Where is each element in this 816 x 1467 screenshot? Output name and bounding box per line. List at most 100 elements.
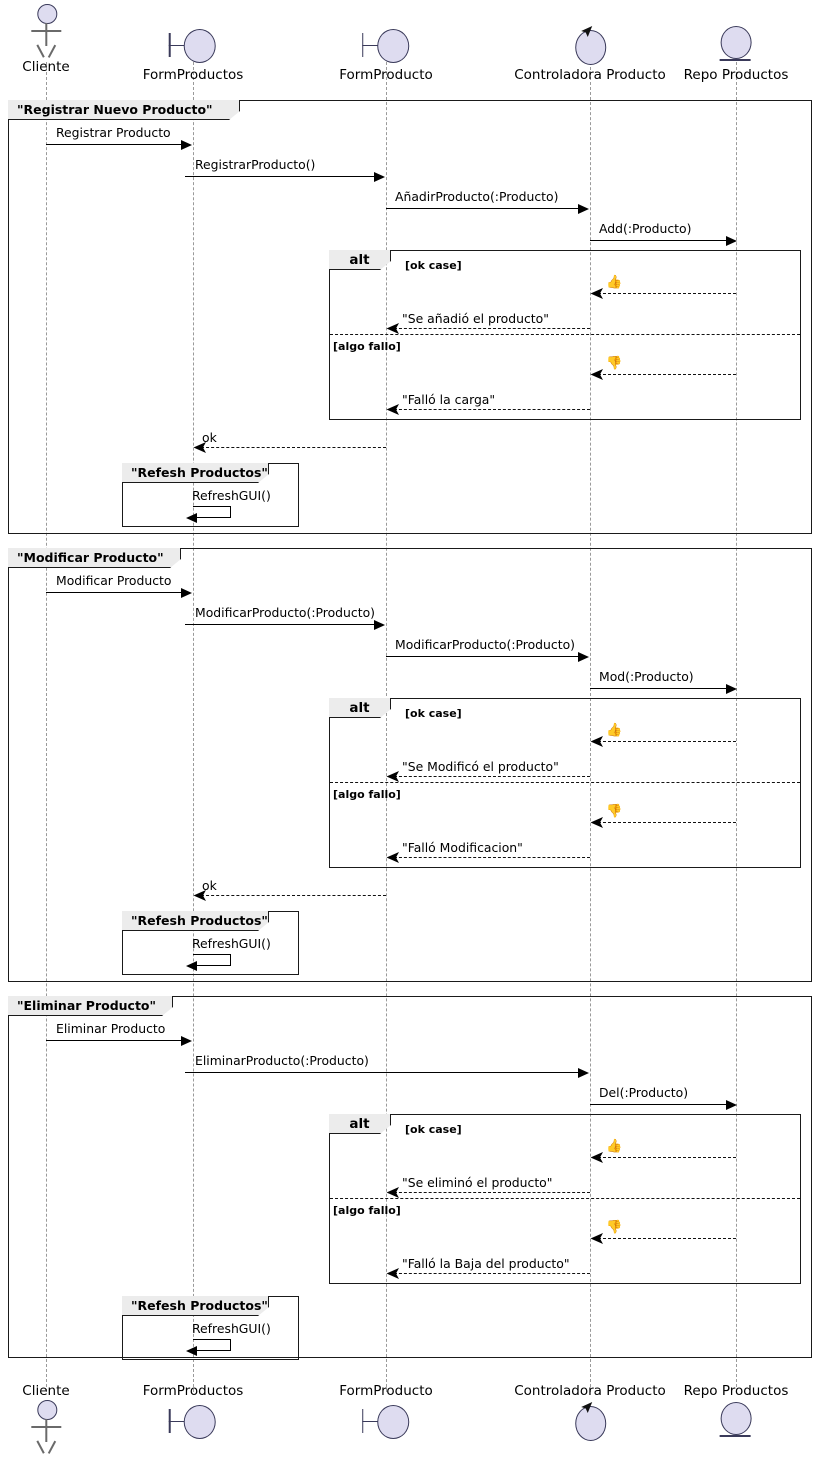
participant-label: Cliente: [22, 59, 70, 75]
message-line-s3-r2: [394, 1273, 590, 1274]
refesh-label-1: "Refesh Productos": [122, 463, 269, 483]
message-line-s2-m3: [386, 656, 585, 657]
entity-icon: [719, 1400, 753, 1442]
message-line-s2-m2: [185, 624, 374, 625]
message-line-s3-m1: [46, 1040, 182, 1041]
arrowhead-s1-r1a: [590, 288, 603, 299]
message-line-s1-m1: [46, 144, 182, 145]
arrowhead-s3-m4: [726, 1099, 737, 1110]
message-label-s2-m3: ModificarProducto(:Producto): [395, 637, 575, 652]
message-label-s1-m1: Registrar Producto: [56, 125, 171, 140]
arrowhead-s3-r1a: [590, 1152, 603, 1163]
thumbs-down-icon-s1: 👎: [606, 356, 623, 371]
message-label-s2-m2: ModificarProducto(:Producto): [195, 605, 375, 620]
alt-operator-2: alt: [329, 698, 391, 718]
message-line-s1-r2: [394, 409, 590, 410]
message-label-s1-r2: "Falló la carga": [402, 392, 496, 407]
message-label-s1-ok: ok: [202, 430, 217, 445]
participant-formproductos-bottom[interactable]: FormProductos: [142, 1383, 244, 1444]
thumbs-down-icon-s3: 👎: [606, 1220, 623, 1235]
message-label-s3-m2: EliminarProducto(:Producto): [195, 1053, 369, 1068]
fragment-registrar-nuevo-producto: [8, 100, 812, 534]
arrowhead-s2-m3: [578, 651, 589, 662]
alt-divider-3: [330, 1198, 800, 1199]
thumbs-down-icon-s2: 👎: [606, 804, 623, 819]
message-label-s3-self: RefreshGUI(): [192, 1321, 271, 1336]
participant-label: Controladora Producto: [514, 67, 666, 83]
lifeline-repo-productos: [736, 62, 737, 1392]
message-label-s1-r1: "Se añadió el producto": [402, 311, 549, 326]
message-label-s3-m1: Eliminar Producto: [56, 1021, 166, 1036]
alt-divider-2: [330, 782, 800, 783]
thumbs-up-icon-s1: 👍: [606, 275, 623, 290]
actor-icon: [23, 1400, 69, 1454]
arrowhead-s3-m2: [578, 1067, 589, 1078]
arrowhead-s2-self: [186, 960, 197, 971]
participant-controladora-bottom[interactable]: Controladora Producto: [514, 1384, 666, 1444]
arrowhead-s3-self: [186, 1345, 197, 1356]
participant-label: FormProductos: [142, 1383, 244, 1399]
fragment-eliminar-producto: [8, 996, 812, 1358]
arrowhead-s3-r2: [386, 1268, 399, 1279]
participant-repo-bottom[interactable]: Repo Productos: [683, 1383, 789, 1444]
alt-guard-3-fail: [algo fallo]: [333, 1204, 401, 1217]
participant-cliente-top[interactable]: Cliente: [22, 2, 70, 75]
message-line-s2-r1a: [598, 741, 736, 742]
self-call-s3: [193, 1339, 231, 1351]
message-label-s1-m4: Add(:Producto): [599, 221, 692, 236]
message-label-s1-m3: AñadirProducto(:Producto): [395, 189, 559, 204]
participant-label: Repo Productos: [683, 1383, 789, 1399]
arrowhead-s1-m4: [726, 235, 737, 246]
alt-guard-3-ok: [ok case]: [405, 1123, 462, 1136]
entity-icon: [719, 24, 753, 66]
arrowhead-s1-r2: [386, 404, 399, 415]
arrowhead-s1-r2a: [590, 369, 603, 380]
alt-guard-2-ok: [ok case]: [405, 707, 462, 720]
message-line-s3-r1a: [598, 1157, 736, 1158]
message-label-s2-m1: Modificar Producto: [56, 573, 172, 588]
message-line-s3-m2: [185, 1072, 578, 1073]
arrowhead-s2-r1: [386, 771, 399, 782]
message-label-s3-r2: "Falló la Baja del producto": [402, 1256, 570, 1271]
alt-operator-1: alt: [329, 250, 391, 270]
message-line-s2-r2: [394, 857, 590, 858]
participant-formproductos-top[interactable]: FormProductos: [142, 22, 244, 83]
message-line-s1-m4: [590, 240, 733, 241]
message-label-s1-self: RefreshGUI(): [192, 488, 271, 503]
fragment-label-eliminar: "Eliminar Producto": [8, 996, 173, 1016]
actor-icon: [23, 4, 69, 58]
message-label-s2-r1: "Se Modificó el producto": [402, 759, 559, 774]
message-label-s2-ok: ok: [202, 878, 217, 893]
message-line-s3-m4: [590, 1104, 733, 1105]
participant-repo-top[interactable]: Repo Productos: [684, 22, 788, 82]
self-call-s2: [193, 954, 231, 966]
self-call-s1: [193, 506, 231, 518]
arrowhead-s3-m1: [181, 1035, 192, 1046]
boundary-icon: [167, 25, 219, 65]
participant-cliente-bottom[interactable]: Cliente: [22, 1384, 70, 1456]
thumbs-up-icon-s3: 👍: [606, 1139, 623, 1154]
alt-fragment-2: [329, 698, 801, 868]
arrowhead-s1-m3: [578, 203, 589, 214]
participant-label: Controladora Producto: [514, 1383, 666, 1399]
message-line-s2-r2a: [598, 822, 736, 823]
arrowhead-s2-m1: [181, 587, 192, 598]
fragment-label-modificar: "Modificar Producto": [8, 548, 181, 568]
participant-label: FormProducto: [339, 67, 433, 83]
participant-controladora-top[interactable]: Controladora Producto: [514, 22, 666, 82]
message-label-s2-self: RefreshGUI(): [192, 936, 271, 951]
arrowhead-s1-ok: [193, 442, 206, 453]
participant-formproducto-bottom[interactable]: FormProducto: [339, 1384, 433, 1444]
participant-formproducto-top[interactable]: FormProducto: [339, 22, 433, 82]
message-line-s1-ok: [201, 447, 386, 448]
boundary-icon: [360, 25, 412, 65]
arrowhead-s2-ok: [193, 890, 206, 901]
participant-label: FormProductos: [142, 67, 244, 83]
alt-guard-2-fail: [algo fallo]: [333, 788, 401, 801]
arrowhead-s1-m1: [181, 139, 192, 150]
alt-fragment-3: [329, 1114, 801, 1284]
arrowhead-s1-m2: [374, 171, 385, 182]
message-line-s2-m4: [590, 688, 733, 689]
message-line-s2-ok: [201, 895, 386, 896]
arrowhead-s3-r1: [386, 1187, 399, 1198]
